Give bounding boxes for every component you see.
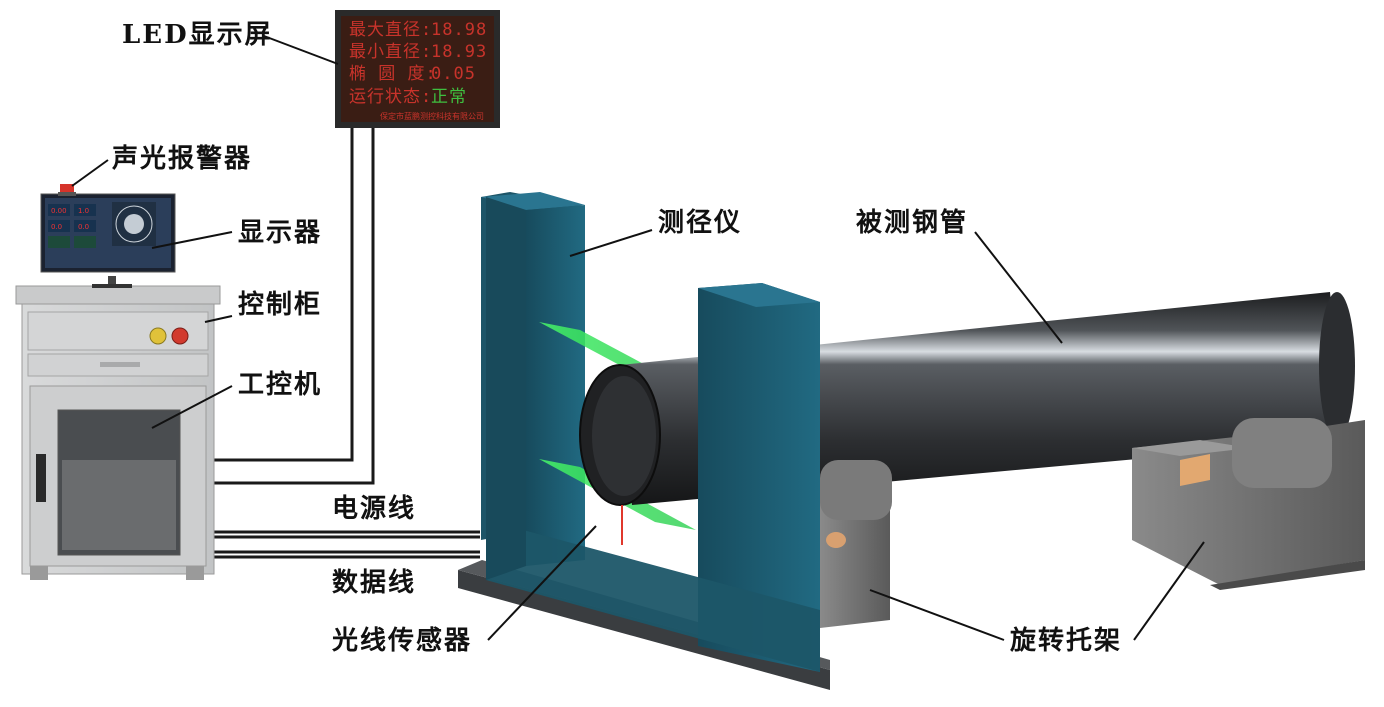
- led-min-diameter-value: 18.93: [431, 42, 488, 62]
- led-status-value: 正常: [431, 87, 467, 107]
- gauge-frame-front: [486, 197, 820, 672]
- monitor-readout-3: 0.0: [51, 223, 63, 231]
- monitor: [40, 193, 176, 288]
- label-led-screen: LED显示屏: [122, 20, 273, 50]
- roller-stand-left: [820, 460, 892, 628]
- label-roller-stand: 旋转托架: [1010, 626, 1123, 656]
- label-light-sensor: 光线传感器: [332, 626, 473, 656]
- led-footer: 保定市蓝鹏测控科技有限公司: [380, 112, 484, 121]
- monitor-readout-4: 0.0: [78, 223, 90, 231]
- led-max-diameter-value: 18.98: [431, 20, 488, 40]
- label-ipc: 工控机: [238, 370, 323, 400]
- alarm-beacon: [58, 184, 76, 196]
- control-cabinet: [15, 285, 221, 580]
- led-max-diameter-label: 最大直径:: [349, 20, 433, 40]
- label-cabinet: 控制柜: [238, 290, 323, 320]
- led-ovality-label: 椭 圆 度:: [349, 64, 437, 84]
- led-min-diameter-label: 最小直径:: [349, 42, 433, 62]
- label-data-line: 数据线: [332, 568, 417, 598]
- led-display: [335, 10, 500, 128]
- roller-stand-right: [1132, 418, 1365, 590]
- label-alarm: 声光报警器: [112, 144, 253, 174]
- label-power-line: 电源线: [332, 494, 417, 524]
- monitor-readout-2: 1.0: [78, 207, 90, 215]
- led-ovality-value: 0.05: [431, 64, 476, 84]
- label-monitor: 显示器: [238, 218, 323, 248]
- label-gauge: 测径仪: [658, 208, 743, 238]
- monitor-readout-1: 0.00: [51, 207, 67, 215]
- label-pipe: 被测钢管: [856, 208, 969, 238]
- leader-lines: [71, 35, 1205, 641]
- cables: [214, 128, 480, 559]
- led-status-label: 运行状态:: [349, 87, 433, 107]
